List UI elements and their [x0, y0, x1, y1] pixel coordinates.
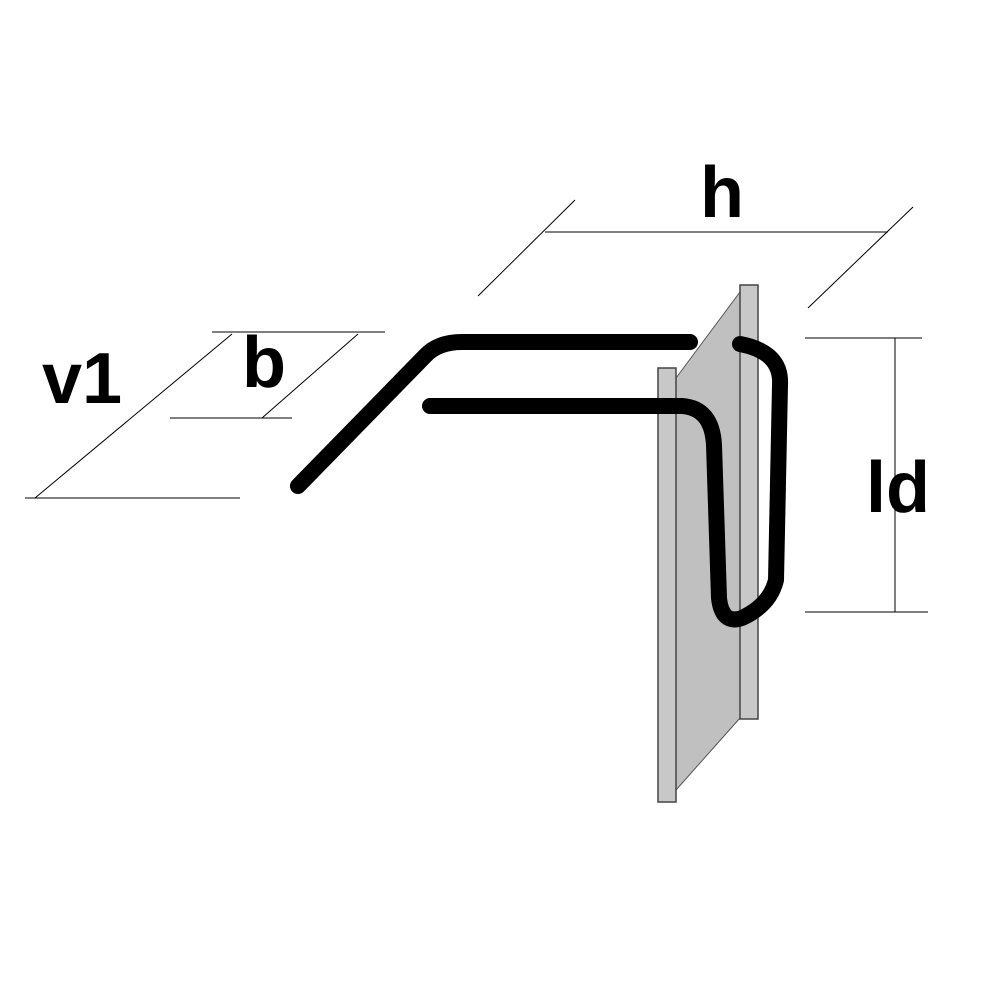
dimension-b: b — [170, 323, 359, 419]
label-v1: v1 — [42, 339, 122, 419]
dimension-ld: ld — [805, 337, 930, 613]
dimension-v1: v1 — [25, 331, 385, 499]
upper-bar — [290, 334, 698, 494]
label-ld: ld — [866, 448, 930, 528]
plate — [657, 284, 759, 803]
dimension-h: h — [477, 153, 914, 309]
label-h: h — [700, 153, 744, 233]
lower-bar-hook — [422, 336, 789, 628]
label-b: b — [242, 323, 286, 403]
